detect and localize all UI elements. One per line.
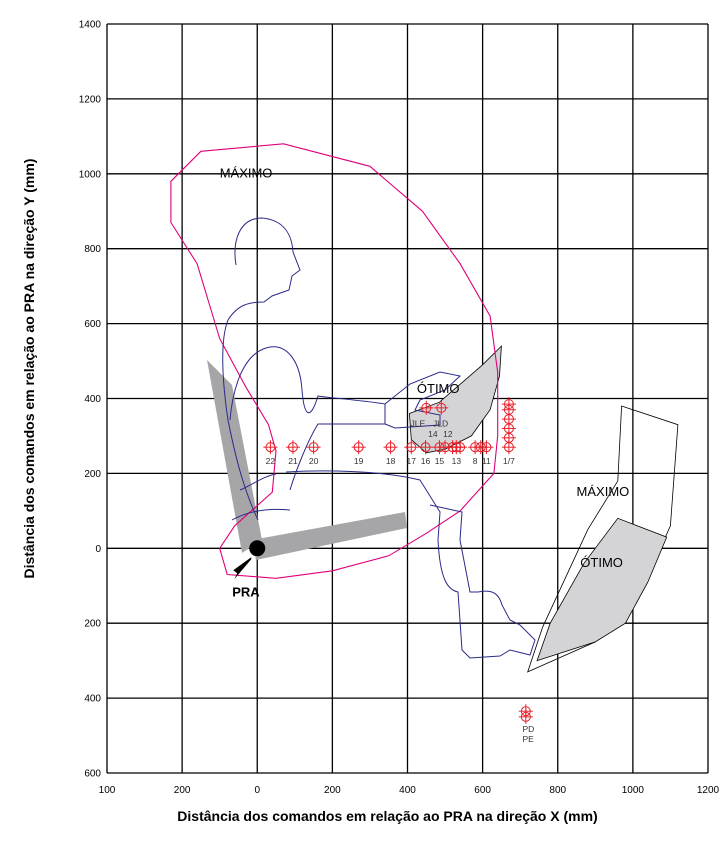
y-tick-label: 600 (84, 769, 101, 780)
control-marker (473, 440, 488, 455)
pra-dot (249, 540, 266, 557)
annotation-label: PD (522, 724, 534, 734)
control-marker (306, 440, 321, 455)
control-marker (418, 440, 433, 455)
annotation-label: 12 (443, 429, 453, 439)
control-marker (453, 440, 468, 455)
y-tick-label: 400 (84, 394, 101, 405)
y-axis-title: Distância dos comandos em relação ao PRA… (21, 159, 37, 579)
envelopes (170, 143, 679, 673)
annotation-label: JLD (433, 419, 448, 429)
x-tick-label: 600 (474, 785, 491, 796)
annotation-label: JLE (411, 419, 426, 429)
control-label: 21 (288, 456, 298, 466)
control-label: 22 (266, 456, 276, 466)
control-label: 19 (354, 456, 364, 466)
control-label: 17 (407, 456, 417, 466)
annotation-label: ÓTIMO (580, 555, 623, 570)
x-tick-label: 200 (174, 785, 191, 796)
annotation-label: MÁXIMO (220, 166, 273, 181)
control-label: 8 (473, 456, 478, 466)
seat-graphic (207, 360, 407, 560)
x-tick-label: 200 (324, 785, 341, 796)
control-markers: 22 21 20 19 18 17 16 15 13 8 11 1/7 (263, 397, 533, 724)
x-tick-label: 0 (254, 785, 260, 796)
y-tick-label: 600 (84, 319, 101, 330)
control-label: 13 (452, 456, 462, 466)
pra-origin: PRA (232, 540, 266, 599)
annotation-label: 14 (428, 429, 438, 439)
grid (106, 23, 709, 774)
control-marker (501, 397, 516, 412)
x-tick-label: 1200 (697, 785, 720, 796)
control-label: 1/7 (503, 456, 515, 466)
control-label: 16 (421, 456, 431, 466)
pra-label: PRA (232, 584, 260, 599)
x-tick-label: 800 (549, 785, 566, 796)
hand-optimal-region (408, 345, 502, 454)
control-label: 20 (309, 456, 319, 466)
hand-maximum-region (170, 143, 499, 579)
y-tick-label: 800 (84, 244, 101, 255)
control-marker (383, 440, 398, 455)
control-marker (263, 440, 278, 455)
foot-optimal-region (536, 517, 668, 662)
control-marker (285, 440, 300, 455)
y-tick-label: 1200 (79, 94, 102, 105)
x-tick-label: 1000 (622, 785, 645, 796)
control-marker (351, 440, 366, 455)
control-marker (434, 400, 449, 415)
y-tick-labels: 1400 1200 1000 800 600 400 200 0 200 400 600 (79, 20, 102, 780)
x-tick-label: 100 (99, 785, 116, 796)
control-marker (518, 709, 533, 724)
annotation-label: MÁXIMO (577, 484, 630, 499)
annotation-label: PE (522, 734, 534, 744)
x-tick-label: 400 (399, 785, 416, 796)
control-marker (404, 440, 419, 455)
control-label: 18 (386, 456, 396, 466)
x-tick-labels: 100 200 0 200 400 600 800 1000 1200 (99, 785, 720, 796)
x-axis-title: Distância dos comandos em relação ao PRA… (177, 808, 597, 824)
y-tick-label: 1400 (79, 20, 102, 31)
y-tick-label: 200 (84, 619, 101, 630)
pra-arrow-icon (233, 557, 252, 580)
control-label: 15 (435, 456, 445, 466)
y-tick-label: 400 (84, 694, 101, 705)
annotation-label: ÓTIMO (417, 381, 460, 396)
control-marker (419, 400, 434, 415)
manikin-outline (222, 217, 536, 659)
y-tick-label: 0 (95, 544, 101, 555)
control-label: 11 (482, 456, 491, 466)
y-tick-label: 1000 (79, 169, 102, 180)
y-tick-label: 200 (84, 469, 101, 480)
